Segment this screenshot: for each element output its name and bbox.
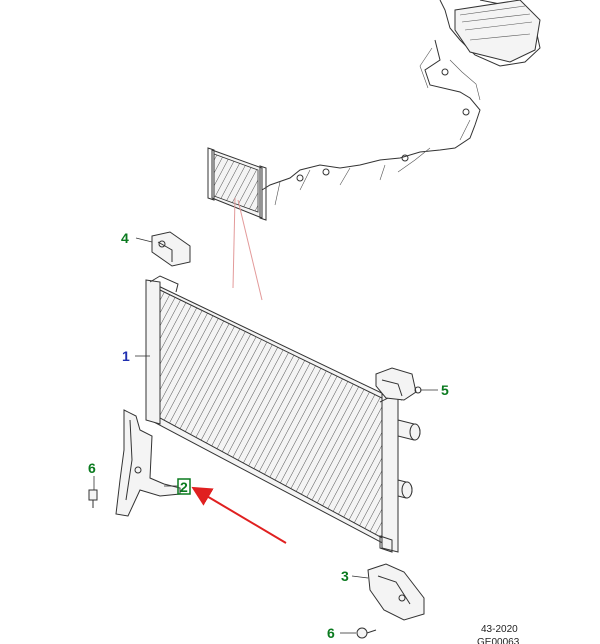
callout-2-highlight-box: [177, 478, 191, 495]
radiator-assembly: [145, 275, 421, 553]
lower-right-bracket: [367, 563, 425, 621]
upper-left-bracket: [151, 231, 191, 267]
callout-6-left: 6: [88, 460, 96, 476]
bolt-left: [88, 489, 98, 508]
callout-3: 3: [341, 568, 349, 584]
figure-id: GE00063: [477, 637, 520, 644]
callout-4: 4: [121, 230, 129, 246]
vehicle-overview-illustration: [261, 0, 541, 206]
callout-5: 5: [441, 382, 449, 398]
inset-leader-line: [237, 199, 263, 301]
upper-right-bracket: [375, 367, 422, 401]
callout-2: 2: [180, 479, 188, 495]
bolt-bottom: [356, 627, 377, 639]
inset-leader-line: [232, 197, 236, 289]
leader-3: [351, 575, 369, 579]
radiator-inset-thumbnail: [207, 147, 267, 221]
leader-4: [135, 237, 153, 243]
highlight-arrow: [191, 486, 287, 544]
callout-6-bottom: 6: [327, 625, 335, 641]
reference-code: 43-2020: [481, 624, 518, 635]
callout-1: 1: [122, 348, 130, 364]
